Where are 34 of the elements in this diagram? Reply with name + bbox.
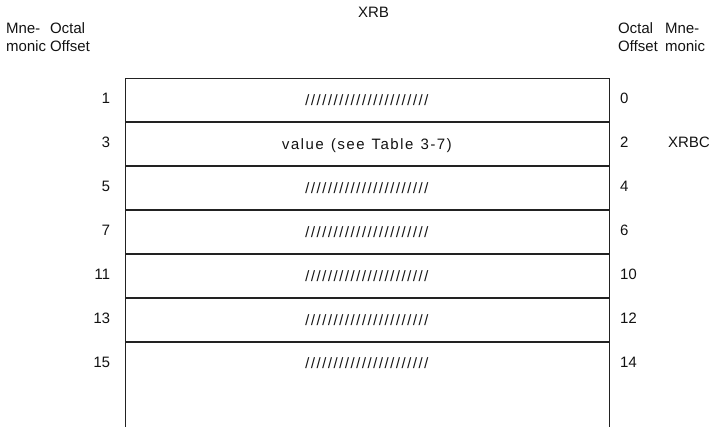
field-description: value (see Table 3-7): [282, 136, 454, 152]
unused-field-hatching: //////////////////////: [305, 268, 430, 284]
octal-offset: 2: [620, 134, 630, 152]
column-header: Octal Offset: [50, 20, 91, 56]
unused-field-hatching: //////////////////////: [305, 180, 430, 196]
octal-offset: 5: [100, 178, 110, 196]
octal-offset: 1: [100, 90, 110, 108]
octal-offset: 13: [92, 310, 110, 328]
octal-offset: 10: [620, 266, 638, 284]
memory-word-box: [125, 342, 610, 427]
octal-offset: 11: [93, 266, 110, 284]
mnemonic: XRBC: [668, 134, 710, 152]
memory-word-box: [125, 254, 610, 298]
column-header: Octal Offset: [618, 20, 659, 56]
unused-field-hatching: //////////////////////: [305, 92, 430, 108]
octal-offset: 4: [620, 178, 630, 196]
octal-offset: 6: [620, 222, 630, 240]
octal-offset: 3: [100, 134, 110, 152]
octal-offset: 15: [92, 354, 110, 372]
octal-offset: 0: [620, 90, 630, 108]
unused-field-hatching: //////////////////////: [305, 355, 430, 372]
unused-field-hatching: //////////////////////: [305, 312, 430, 328]
octal-offset: 14: [620, 354, 638, 372]
memory-word-box: [125, 122, 610, 166]
column-header: Mne- monic: [665, 20, 706, 56]
memory-word-box: [125, 298, 610, 342]
diagram-title: XRB: [358, 4, 389, 22]
unused-field-hatching: //////////////////////: [305, 224, 430, 240]
octal-offset: 12: [620, 310, 638, 328]
octal-offset: 7: [100, 222, 110, 240]
memory-word-box: [125, 78, 610, 122]
memory-word-box: [125, 210, 610, 254]
memory-word-box: [125, 166, 610, 210]
column-header: Mne- monic: [6, 20, 48, 56]
